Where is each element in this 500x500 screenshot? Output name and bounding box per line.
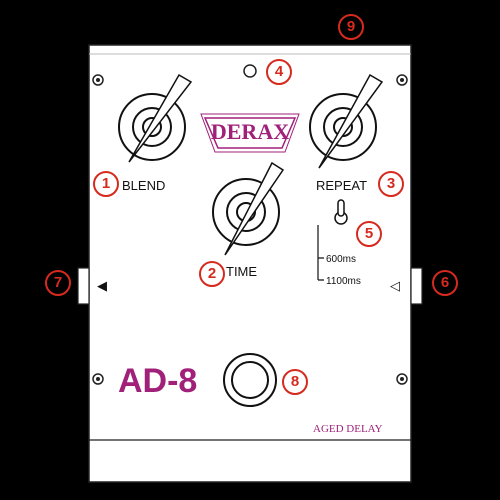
- callout-4: 4: [266, 59, 292, 85]
- repeat-knob[interactable]: [309, 73, 384, 169]
- blend-label: BLEND: [122, 178, 165, 193]
- brand-logo: DERAX: [200, 113, 300, 153]
- screw-icon: [396, 373, 408, 385]
- model-name: AD-8: [118, 362, 197, 400]
- output-arrow-icon: ◀: [97, 279, 107, 294]
- callout-8: 8: [282, 369, 308, 395]
- switch-option-600ms: 600ms: [326, 254, 356, 265]
- screw-icon: [396, 74, 408, 86]
- switch-option-1100ms: 1100ms: [326, 276, 361, 287]
- delay-range-switch[interactable]: [334, 199, 348, 225]
- callout-7: 7: [45, 270, 71, 296]
- screw-icon: [92, 74, 104, 86]
- callout-2: 2: [199, 261, 225, 287]
- switch-bracket: [317, 225, 324, 281]
- callout-3: 3: [378, 171, 404, 197]
- input-arrow-icon: ◁: [390, 279, 400, 294]
- blend-knob[interactable]: [118, 73, 193, 163]
- time-label: TIME: [226, 264, 257, 279]
- time-knob[interactable]: [212, 161, 285, 256]
- callout-6: 6: [432, 270, 458, 296]
- blend-pointer: [128, 73, 193, 163]
- footswitch[interactable]: [223, 353, 277, 407]
- input-jack[interactable]: [410, 267, 423, 305]
- screw-icon: [92, 373, 104, 385]
- led-indicator: [243, 64, 257, 78]
- model-subtitle: AGED DELAY: [313, 423, 383, 435]
- callout-5: 5: [356, 221, 382, 247]
- output-jack[interactable]: [77, 267, 90, 305]
- callout-9: 9: [338, 14, 364, 40]
- brand-name: DERAX: [211, 119, 289, 144]
- repeat-label: REPEAT: [316, 178, 367, 193]
- callout-1: 1: [93, 171, 119, 197]
- repeat-pointer: [318, 73, 384, 169]
- time-pointer: [224, 161, 285, 256]
